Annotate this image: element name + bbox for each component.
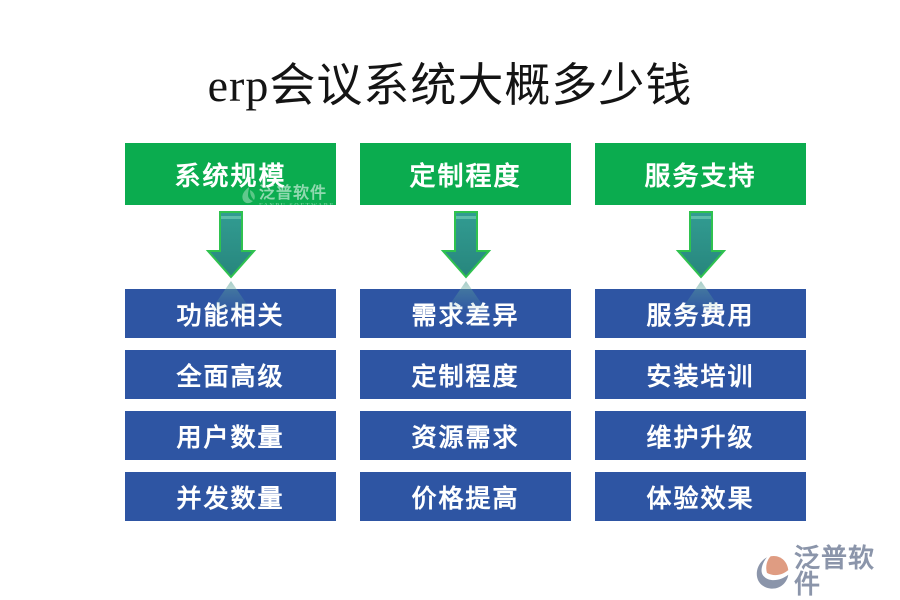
category-header-system-scale: 系统规模 泛普软件 FANPU SOFTWARE xyxy=(125,143,336,209)
arrow-zone xyxy=(125,205,336,313)
factor-label: 功能相关 xyxy=(176,302,285,330)
factor-box: 全面高级 xyxy=(125,350,336,399)
column-service-support: 服务支持 服务费用 安装培训 维护升级 体验效果 xyxy=(595,143,806,533)
category-header-label: 服务支持 xyxy=(644,161,757,191)
factor-label: 全面高级 xyxy=(176,363,285,391)
factor-label: 并发数量 xyxy=(176,485,285,513)
page-title: erp会议系统大概多少钱 xyxy=(207,60,693,111)
factor-box: 功能相关 xyxy=(125,289,336,338)
factor-label: 用户数量 xyxy=(176,424,285,452)
column-customization: 定制程度 需求差异 定制程度 资源需求 价格提高 xyxy=(360,143,571,533)
logo-brand-text: 泛普软件 xyxy=(794,544,876,599)
factor-box: 安装培训 xyxy=(595,350,806,399)
column-system-scale: 系统规模 泛普软件 FANPU SOFTWARE xyxy=(125,143,336,533)
factor-label: 体验效果 xyxy=(646,485,755,513)
arrow-zone xyxy=(360,205,571,313)
factor-box: 资源需求 xyxy=(360,411,571,460)
factor-box: 体验效果 xyxy=(595,472,806,521)
factor-box: 服务费用 xyxy=(595,289,806,338)
factor-label: 安装培训 xyxy=(646,363,755,391)
category-header-customization: 定制程度 xyxy=(360,143,571,205)
fanpu-logo: 泛普软件 www.fanpusoft.com xyxy=(754,546,894,600)
category-header-label: 定制程度 xyxy=(409,161,522,191)
factor-label: 服务费用 xyxy=(646,302,755,330)
factor-box: 并发数量 xyxy=(125,472,336,521)
factor-box: 维护升级 xyxy=(595,411,806,460)
factor-box: 需求差异 xyxy=(360,289,571,338)
category-header-label: 系统规模 xyxy=(174,161,287,191)
fanpu-logo-icon xyxy=(756,555,789,589)
factor-label: 维护升级 xyxy=(646,424,755,452)
factor-label: 定制程度 xyxy=(411,363,520,391)
factor-box: 定制程度 xyxy=(360,350,571,399)
factor-label: 需求差异 xyxy=(411,302,520,330)
factor-box: 价格提高 xyxy=(360,472,571,521)
category-header-service-support: 服务支持 xyxy=(595,143,806,205)
arrow-zone xyxy=(595,205,806,313)
factor-box: 用户数量 xyxy=(125,411,336,460)
factor-label: 资源需求 xyxy=(411,424,520,452)
factor-label: 价格提高 xyxy=(411,485,520,513)
